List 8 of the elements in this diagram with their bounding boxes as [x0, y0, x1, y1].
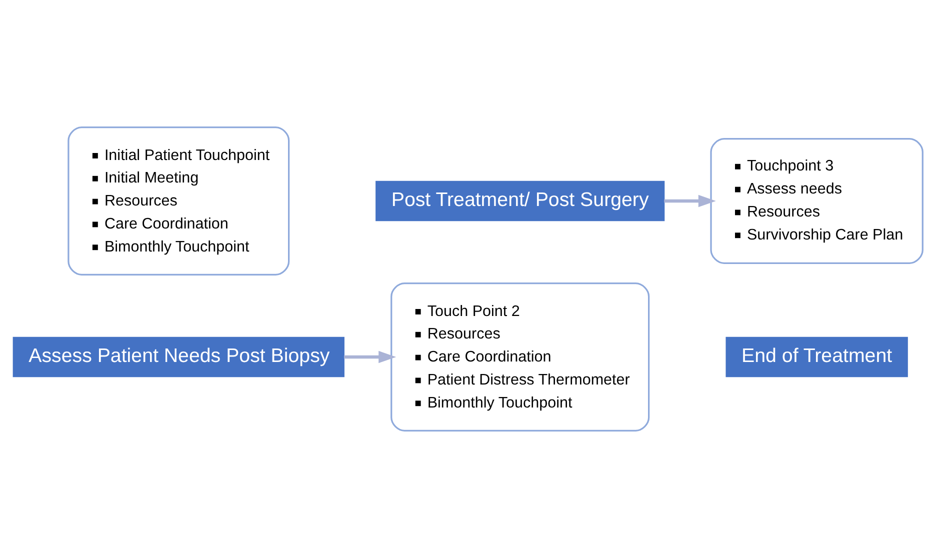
arrow	[344, 350, 396, 364]
node-box: Touch Point 2 Resources Care Coordination Patient Distress Thermometer Bimonthly Touchpoint	[390, 282, 650, 432]
node-box: Touchpoint 3 Assess needs Resources Survivorship Care Plan	[710, 138, 924, 264]
node-box: End of Treatment	[726, 336, 908, 378]
node-box: Initial Patient Touchpoint Initial Meeting Resources Care Coordination Bimonthly Touchpoint	[68, 126, 290, 276]
arrow	[664, 194, 716, 208]
node-box: Post Treatment/ Post Surgery	[376, 180, 665, 222]
node-box: Assess Patient Needs Post Biopsy	[12, 336, 344, 378]
